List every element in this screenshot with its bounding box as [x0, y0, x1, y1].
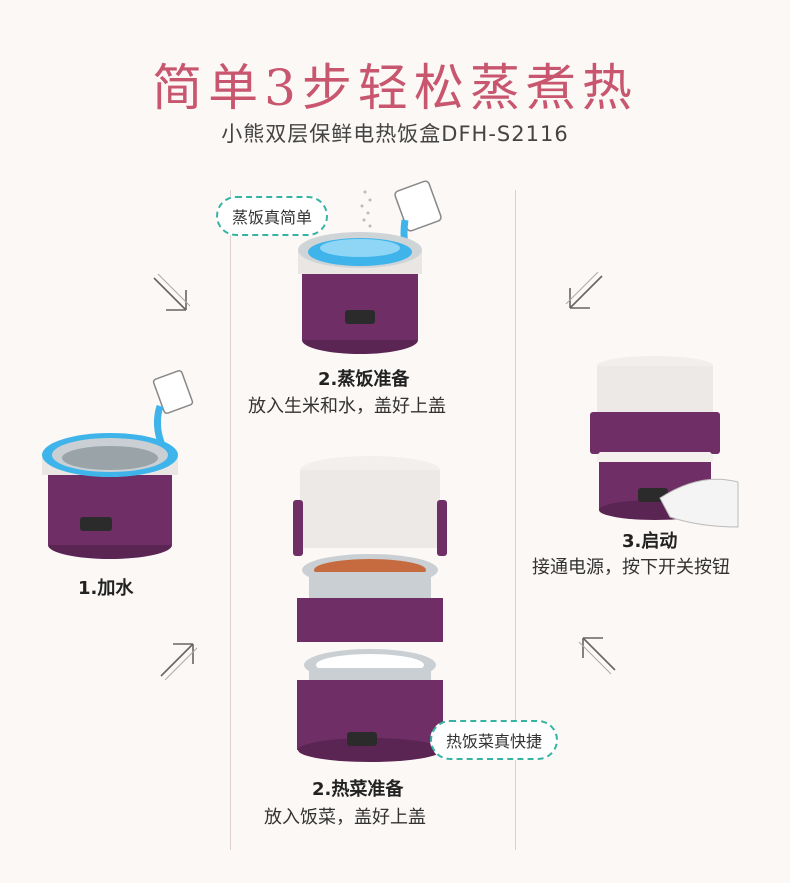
speech-bubble-steam: 蒸饭真简单 [216, 196, 329, 236]
arrow-up-left-icon [578, 637, 616, 675]
step3-desc: 接通电源，按下开关按钮 [532, 557, 730, 578]
step2-steam-title: 2.蒸饭准备 [318, 369, 410, 390]
speech-bubble-heat: 热饭菜真快捷 [430, 720, 559, 760]
divider-left [230, 190, 231, 850]
step3-title: 3.启动 [622, 531, 678, 552]
divider-right [515, 190, 516, 850]
closed-cooker-illustration [590, 356, 739, 528]
stacked-cooker-illustration [293, 456, 447, 762]
step1-title: 1.加水 [78, 578, 134, 599]
arrow-down-right-icon [153, 273, 191, 311]
step2-heat-title: 2.热菜准备 [312, 779, 404, 800]
water-cup-icon [152, 370, 194, 447]
rice-grains-icon [360, 190, 372, 228]
page-title: 简单3步轻松蒸煮热 [152, 59, 638, 117]
empty-cooker-illustration [42, 433, 178, 559]
page-subtitle: 小熊双层保鲜电热饭盒DFH-S2116 [221, 122, 569, 146]
step2-steam-desc: 放入生米和水，盖好上盖 [248, 396, 446, 417]
rice-steam-cooker-illustration [298, 180, 442, 354]
arrow-down-left-icon [565, 271, 603, 309]
arrow-up-right-icon [160, 643, 198, 681]
step2-heat-desc: 放入饭菜，盖好上盖 [264, 807, 426, 828]
